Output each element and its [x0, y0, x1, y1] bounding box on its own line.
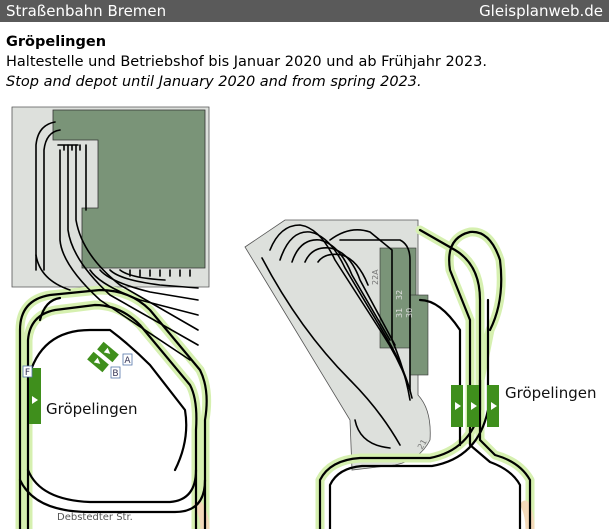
- track-number-31: 31: [395, 308, 404, 318]
- stop-label-right: Gröpelingen: [505, 384, 597, 402]
- platform-label-f: F: [25, 368, 30, 378]
- plan-info: Gröpelingen Haltestelle und Betriebshof …: [6, 32, 487, 92]
- track-number-32: 32: [395, 290, 404, 300]
- top-bar: Straßenbahn Bremen Gleisplanweb.de: [0, 0, 609, 22]
- stop-label-left: Gröpelingen: [46, 400, 138, 418]
- plan-title: Gröpelingen: [6, 34, 107, 50]
- depot-hall: [52, 109, 206, 269]
- tracks-left: [18, 121, 208, 529]
- track-numbers: 22A 32 31 30 21: [371, 269, 429, 451]
- switch-label-a: A: [124, 356, 131, 366]
- site-section-title: Straßenbahn Bremen: [6, 2, 167, 20]
- track-plan: F A B 22A 32 31 30 21 Gröpelingen Gröpel…: [11, 106, 597, 529]
- platforms: [29, 341, 499, 427]
- depot-shed-right-2: [409, 294, 429, 376]
- street-label: Debstedter Str.: [57, 512, 133, 523]
- tracks-right: [261, 224, 532, 529]
- plan-description-en: Stop and depot until January 2020 and fr…: [6, 74, 422, 90]
- plan-description-de: Haltestelle und Betriebshof bis Januar 2…: [6, 54, 487, 70]
- site-name[interactable]: Gleisplanweb.de: [479, 2, 603, 20]
- track-number-30: 30: [405, 308, 414, 318]
- track-number-22a: 22A: [371, 269, 380, 285]
- track-number-21: 21: [416, 438, 429, 451]
- label-boxes: F A B: [22, 353, 133, 379]
- switch-label-b: B: [112, 369, 118, 379]
- platform-left: [29, 368, 41, 424]
